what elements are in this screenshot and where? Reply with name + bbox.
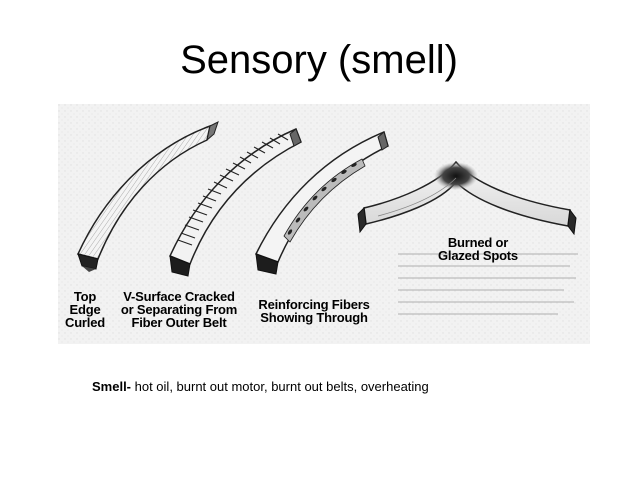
slide-title: Sensory (smell) [180, 38, 458, 82]
label-line: Edge [69, 302, 101, 317]
scan-background [58, 104, 590, 344]
belt-reinforcing-fibers [254, 130, 389, 275]
label-line: V-Surface Cracked [123, 289, 235, 304]
label-burned-glazed: Burned or Glazed Spots [430, 236, 526, 262]
belt-wear-illustration [58, 104, 590, 344]
caption-text: hot oil, burnt out motor, burnt out belt… [131, 379, 429, 394]
label-line: Top [73, 289, 97, 304]
burned-spot [434, 162, 478, 190]
label-v-surface-cracked: V-Surface Cracked or Separating From Fib… [116, 290, 242, 329]
caption-label: Smell- [92, 379, 132, 394]
label-reinforcing-fibers: Reinforcing Fibers Showing Through [254, 298, 374, 324]
belt-top-edge-curled [76, 121, 219, 272]
scan-text-lines [398, 253, 578, 315]
label-line: Curled [65, 315, 105, 330]
belt-wear-figure: Top Edge Curled V-Surface Cracked or Sep… [58, 104, 590, 344]
label-line: Showing Through [260, 310, 368, 325]
label-line: Burned or [447, 235, 509, 250]
label-line: or Separating From [120, 302, 238, 317]
label-line: Reinforcing Fibers [258, 297, 370, 312]
label-line: Glazed Spots [438, 248, 518, 263]
belt-burned-glazed [357, 160, 577, 236]
smell-caption: Smell- hot oil, burnt out motor, burnt o… [92, 379, 429, 395]
belt-v-surface-cracked [168, 128, 302, 277]
label-line: Fiber Outer Belt [131, 315, 227, 330]
label-top-edge-curled: Top Edge Curled [58, 290, 112, 329]
